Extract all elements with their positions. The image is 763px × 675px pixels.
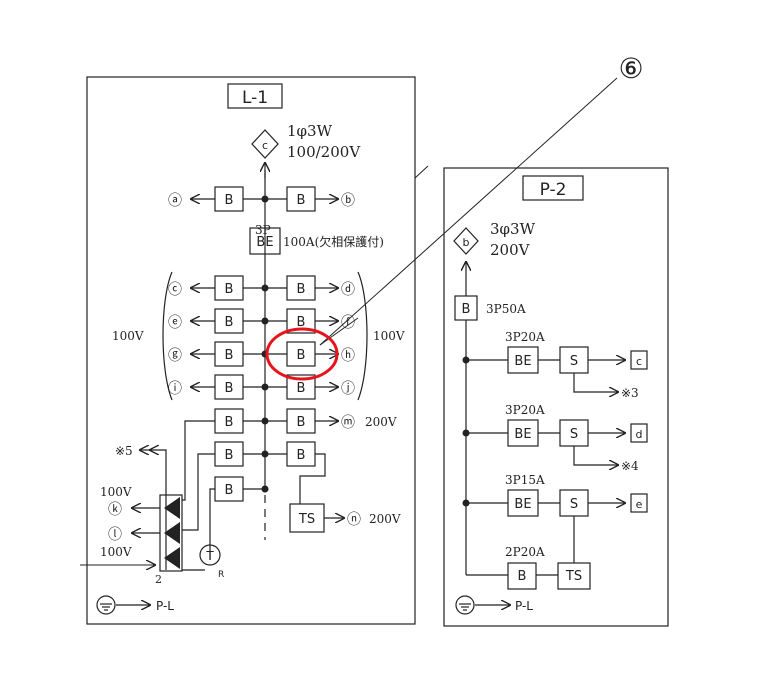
panel-p2 (443, 167, 669, 627)
leader-line (319, 77, 618, 346)
breaker-label: B (225, 415, 234, 430)
p2-row2-out: d (636, 428, 643, 441)
breaker-label: B (225, 381, 234, 396)
out-b: ⓑ (341, 193, 355, 209)
breaker-be (249, 227, 281, 255)
breaker-label: B (225, 348, 234, 363)
p2-row3-spec: 3P15A (505, 473, 545, 487)
voltage-left: 100V (112, 329, 144, 343)
voltage-k: 100V (100, 485, 132, 499)
p2-row3-be: BE (514, 497, 531, 512)
bus-junctions (261, 195, 269, 493)
breaker-label: B (297, 315, 306, 330)
panel-l1-title-box (227, 83, 283, 109)
ground-label-l1: P-L (156, 599, 174, 613)
breaker-label: B (225, 282, 234, 297)
breaker-label: B (225, 448, 234, 463)
p2-row2-spec: 3P20A (505, 403, 545, 417)
out-j: ⓙ (341, 381, 355, 397)
out-e: ⓔ (168, 315, 182, 331)
ts-label-l1: TS (298, 512, 315, 527)
highlight-ellipse (265, 327, 339, 381)
voltage-l: 100V (100, 545, 132, 559)
out-c: ⓒ (168, 282, 182, 298)
be-spec-1: 3P (255, 223, 271, 237)
marker-6: ⑥ (618, 52, 643, 85)
p2-row1-note: ※3 (621, 386, 639, 400)
right-bracket (357, 271, 368, 401)
be-label: BE (256, 235, 273, 250)
voltage-right: 100V (373, 329, 405, 343)
supply-voltage-l1: 100/200V (287, 143, 361, 161)
voltage-n: 200V (369, 512, 401, 526)
breaker-label: B (225, 315, 234, 330)
out-n: ⓝ (347, 512, 361, 528)
note-5: ※5 (115, 444, 133, 458)
supply-diamond-c (251, 129, 279, 159)
breaker-label: B (225, 483, 234, 498)
out-i: ⓘ (168, 381, 182, 397)
timer-circle (199, 544, 221, 566)
panel-l1-title: L-1 (242, 88, 268, 108)
callout-6 (319, 77, 618, 346)
p2-row3-switch: S (570, 497, 578, 512)
p2-row1-spec: 3P20A (505, 330, 545, 344)
breaker-label: B (297, 448, 306, 463)
p2-row2-switch: S (570, 427, 578, 442)
panel-p2-frame (443, 167, 669, 627)
voltage-m: 200V (365, 415, 397, 429)
p2-last-spec: 2P20A (505, 545, 545, 559)
supply-diamond-b (453, 227, 479, 255)
timer-sub: R (218, 570, 224, 580)
relay-triangles (164, 497, 180, 569)
breaker-label: B (297, 193, 306, 208)
out-a: ⓐ (168, 193, 182, 209)
p2-row1-be: BE (514, 354, 531, 369)
p2-main-breaker-label: B (462, 302, 471, 317)
breaker-label: B (297, 381, 306, 396)
breaker-label: B (297, 348, 306, 363)
p2-row1-switch: S (570, 354, 578, 369)
p2-main-spec: 3P50A (486, 302, 526, 316)
breaker-label: B (297, 282, 306, 297)
out-d: ⓓ (341, 282, 355, 298)
panel-l1 (80, 76, 416, 625)
p2-row2-note: ※4 (621, 459, 639, 473)
relay-count: 2 (155, 573, 162, 586)
supply-symbol-c: c (262, 139, 268, 152)
supply-symbol-b: b (463, 236, 470, 249)
supply-voltage-p2: 200V (490, 241, 531, 259)
panel-l1-frame (86, 76, 416, 625)
out-g: ⓖ (168, 348, 182, 364)
breaker-label: B (225, 193, 234, 208)
breaker-label: B (297, 415, 306, 430)
out-m: ⓜ (341, 415, 355, 431)
p2-row2-be: BE (514, 427, 531, 442)
out-h: ⓗ (341, 348, 355, 364)
supply-phase-p2: 3φ3W (490, 220, 536, 238)
p2-row3-out: e (636, 498, 643, 511)
p2-junctions (462, 356, 470, 507)
p2-row1-out: c (636, 355, 642, 368)
panel-p2-title: P-2 (540, 180, 567, 200)
ground-label-p2: P-L (515, 599, 533, 613)
left-bracket (162, 271, 173, 401)
panel-p2-title-box (522, 175, 584, 201)
ground-symbol-l1 (96, 595, 116, 615)
out-l: ⓛ (108, 527, 122, 543)
supply-phase-l1: 1φ3W (287, 122, 333, 140)
timer-label: T (205, 549, 214, 563)
p2-ts-label: TS (565, 569, 582, 584)
relay-block (159, 494, 183, 572)
out-k: ⓚ (108, 502, 122, 518)
p2-last-breaker: B (518, 569, 527, 584)
be-spec-2: 100A(欠相保護付) (283, 234, 384, 249)
